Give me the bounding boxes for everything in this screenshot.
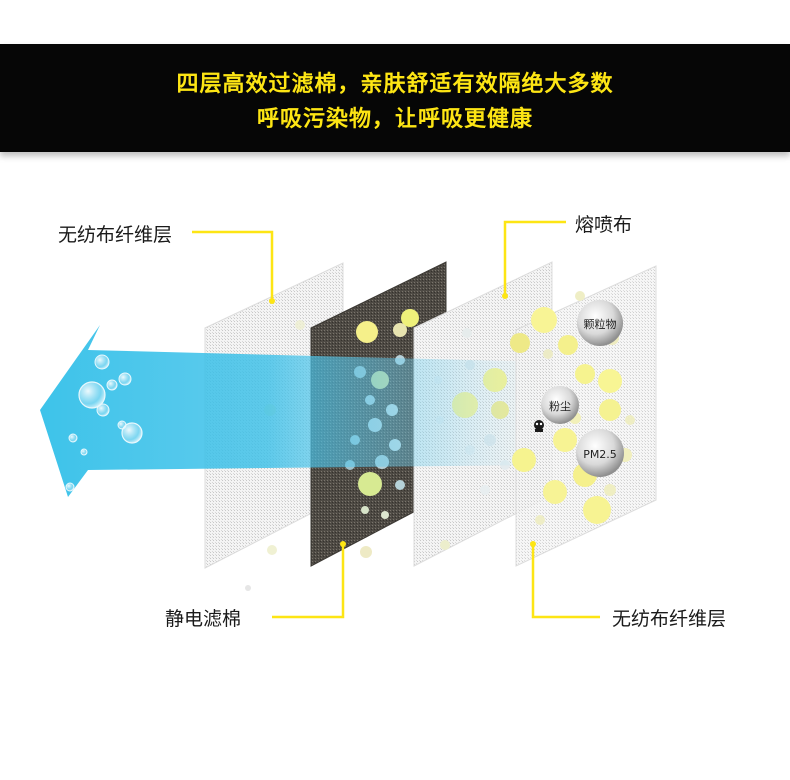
- airflow-arrow: [40, 325, 545, 497]
- particle-label-3: PM2.5: [583, 448, 617, 461]
- particle-ball-2: [541, 386, 579, 424]
- banner-line-1: 四层高效过滤棉，亲肤舒适有效隔绝大多数: [176, 72, 614, 97]
- leader-line-layer4: [531, 544, 600, 619]
- leader-line-layer1: [192, 230, 274, 301]
- header-banner: 四层高效过滤棉，亲肤舒适有效隔绝大多数 呼吸污染物，让呼吸更健康: [0, 44, 790, 152]
- particle-ball-1: [577, 300, 623, 346]
- label-layer3: 熔喷布: [575, 214, 633, 236]
- particle-ball-3: [576, 429, 624, 477]
- label-layer4: 无纺布纤维层: [612, 608, 727, 630]
- banner-line-2: 呼吸污染物，让呼吸更健康: [256, 107, 533, 132]
- leader-lines: [192, 220, 600, 619]
- leader-line-layer2: [272, 544, 345, 619]
- layer-nonwoven-back: [510, 265, 657, 567]
- label-layer1: 无纺布纤维层: [58, 224, 173, 246]
- germ-icon: [534, 420, 544, 432]
- leader-line-layer3: [503, 220, 566, 296]
- particle-label-2: 粉尘: [549, 400, 571, 413]
- label-layer2: 静电滤棉: [165, 608, 242, 630]
- particle-label-1: 颗粒物: [584, 317, 617, 331]
